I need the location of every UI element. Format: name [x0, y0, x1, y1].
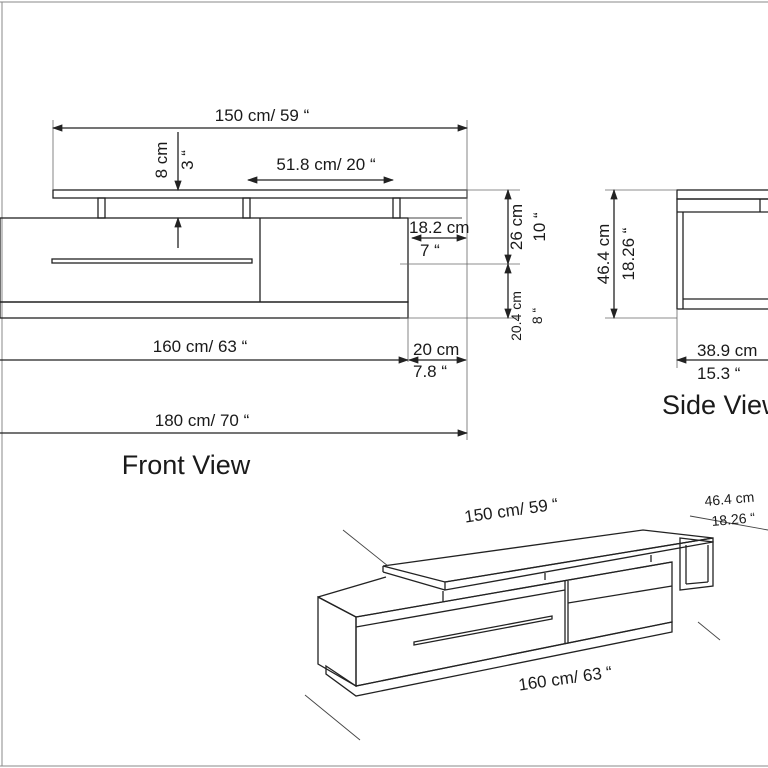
front-gap-height-in: 3 “ — [178, 150, 197, 170]
front-top-panel — [52, 189, 468, 199]
front-view: 150 cm/ 59 “ 8 cm 3 “ 51.8 cm/ 20 “ 18.2… — [0, 106, 549, 480]
front-lower-body — [0, 301, 409, 319]
front-gap-height-cm: 8 cm — [152, 142, 171, 179]
side-depth-in: 15.3 “ — [697, 364, 741, 383]
side-height-cm: 46.4 cm — [594, 224, 613, 284]
front-handle — [51, 258, 253, 264]
side-height-in: 18.26 “ — [619, 227, 638, 280]
side-top-panel — [676, 189, 768, 200]
front-overhang-in: 7 “ — [420, 241, 440, 260]
front-lower-height-cm: 20.4 cm — [508, 291, 524, 341]
front-support-right — [392, 197, 401, 219]
front-view-title: Front View — [122, 450, 251, 480]
front-upper-body — [0, 217, 409, 303]
front-support-left — [97, 197, 106, 219]
front-upper-height-in: 10 “ — [530, 212, 549, 242]
front-top-width-label: 150 cm/ 59 “ — [215, 106, 310, 125]
iso-handle — [413, 615, 553, 646]
front-lower-height-in: 8 “ — [529, 307, 545, 324]
front-support-mid — [242, 197, 251, 219]
iso-top-panel — [382, 529, 714, 583]
side-view-title: Side View — [662, 390, 768, 420]
front-side-depth-cm: 20 cm — [413, 340, 459, 359]
side-body — [676, 198, 768, 310]
iso-body-width-label: 160 cm/ 63 “ — [517, 663, 614, 695]
side-depth-cm: 38.9 cm — [697, 341, 757, 360]
iso-height-cm: 46.4 cm — [704, 489, 755, 509]
iso-height-in: 18.26 “ — [711, 509, 756, 529]
front-body-width-label: 160 cm/ 63 “ — [153, 337, 248, 356]
front-overhang-cm: 18.2 cm — [409, 218, 469, 237]
iso-front-face — [355, 561, 673, 687]
iso-top-width-label: 150 cm/ 59 “ — [463, 495, 560, 527]
isometric-view: 150 cm/ 59 “ 46.4 cm 18.26 “ 160 cm/ 63 … — [304, 489, 768, 741]
side-view: 46.4 cm 18.26 “ 38.9 cm 15.3 “ Side View — [594, 188, 768, 420]
front-side-depth-in: 7.8 “ — [413, 362, 447, 381]
front-upper-height-cm: 26 cm — [507, 204, 526, 250]
front-shelf-width-label: 51.8 cm/ 20 “ — [276, 155, 376, 174]
front-total-width-label: 180 cm/ 70 “ — [155, 411, 250, 430]
